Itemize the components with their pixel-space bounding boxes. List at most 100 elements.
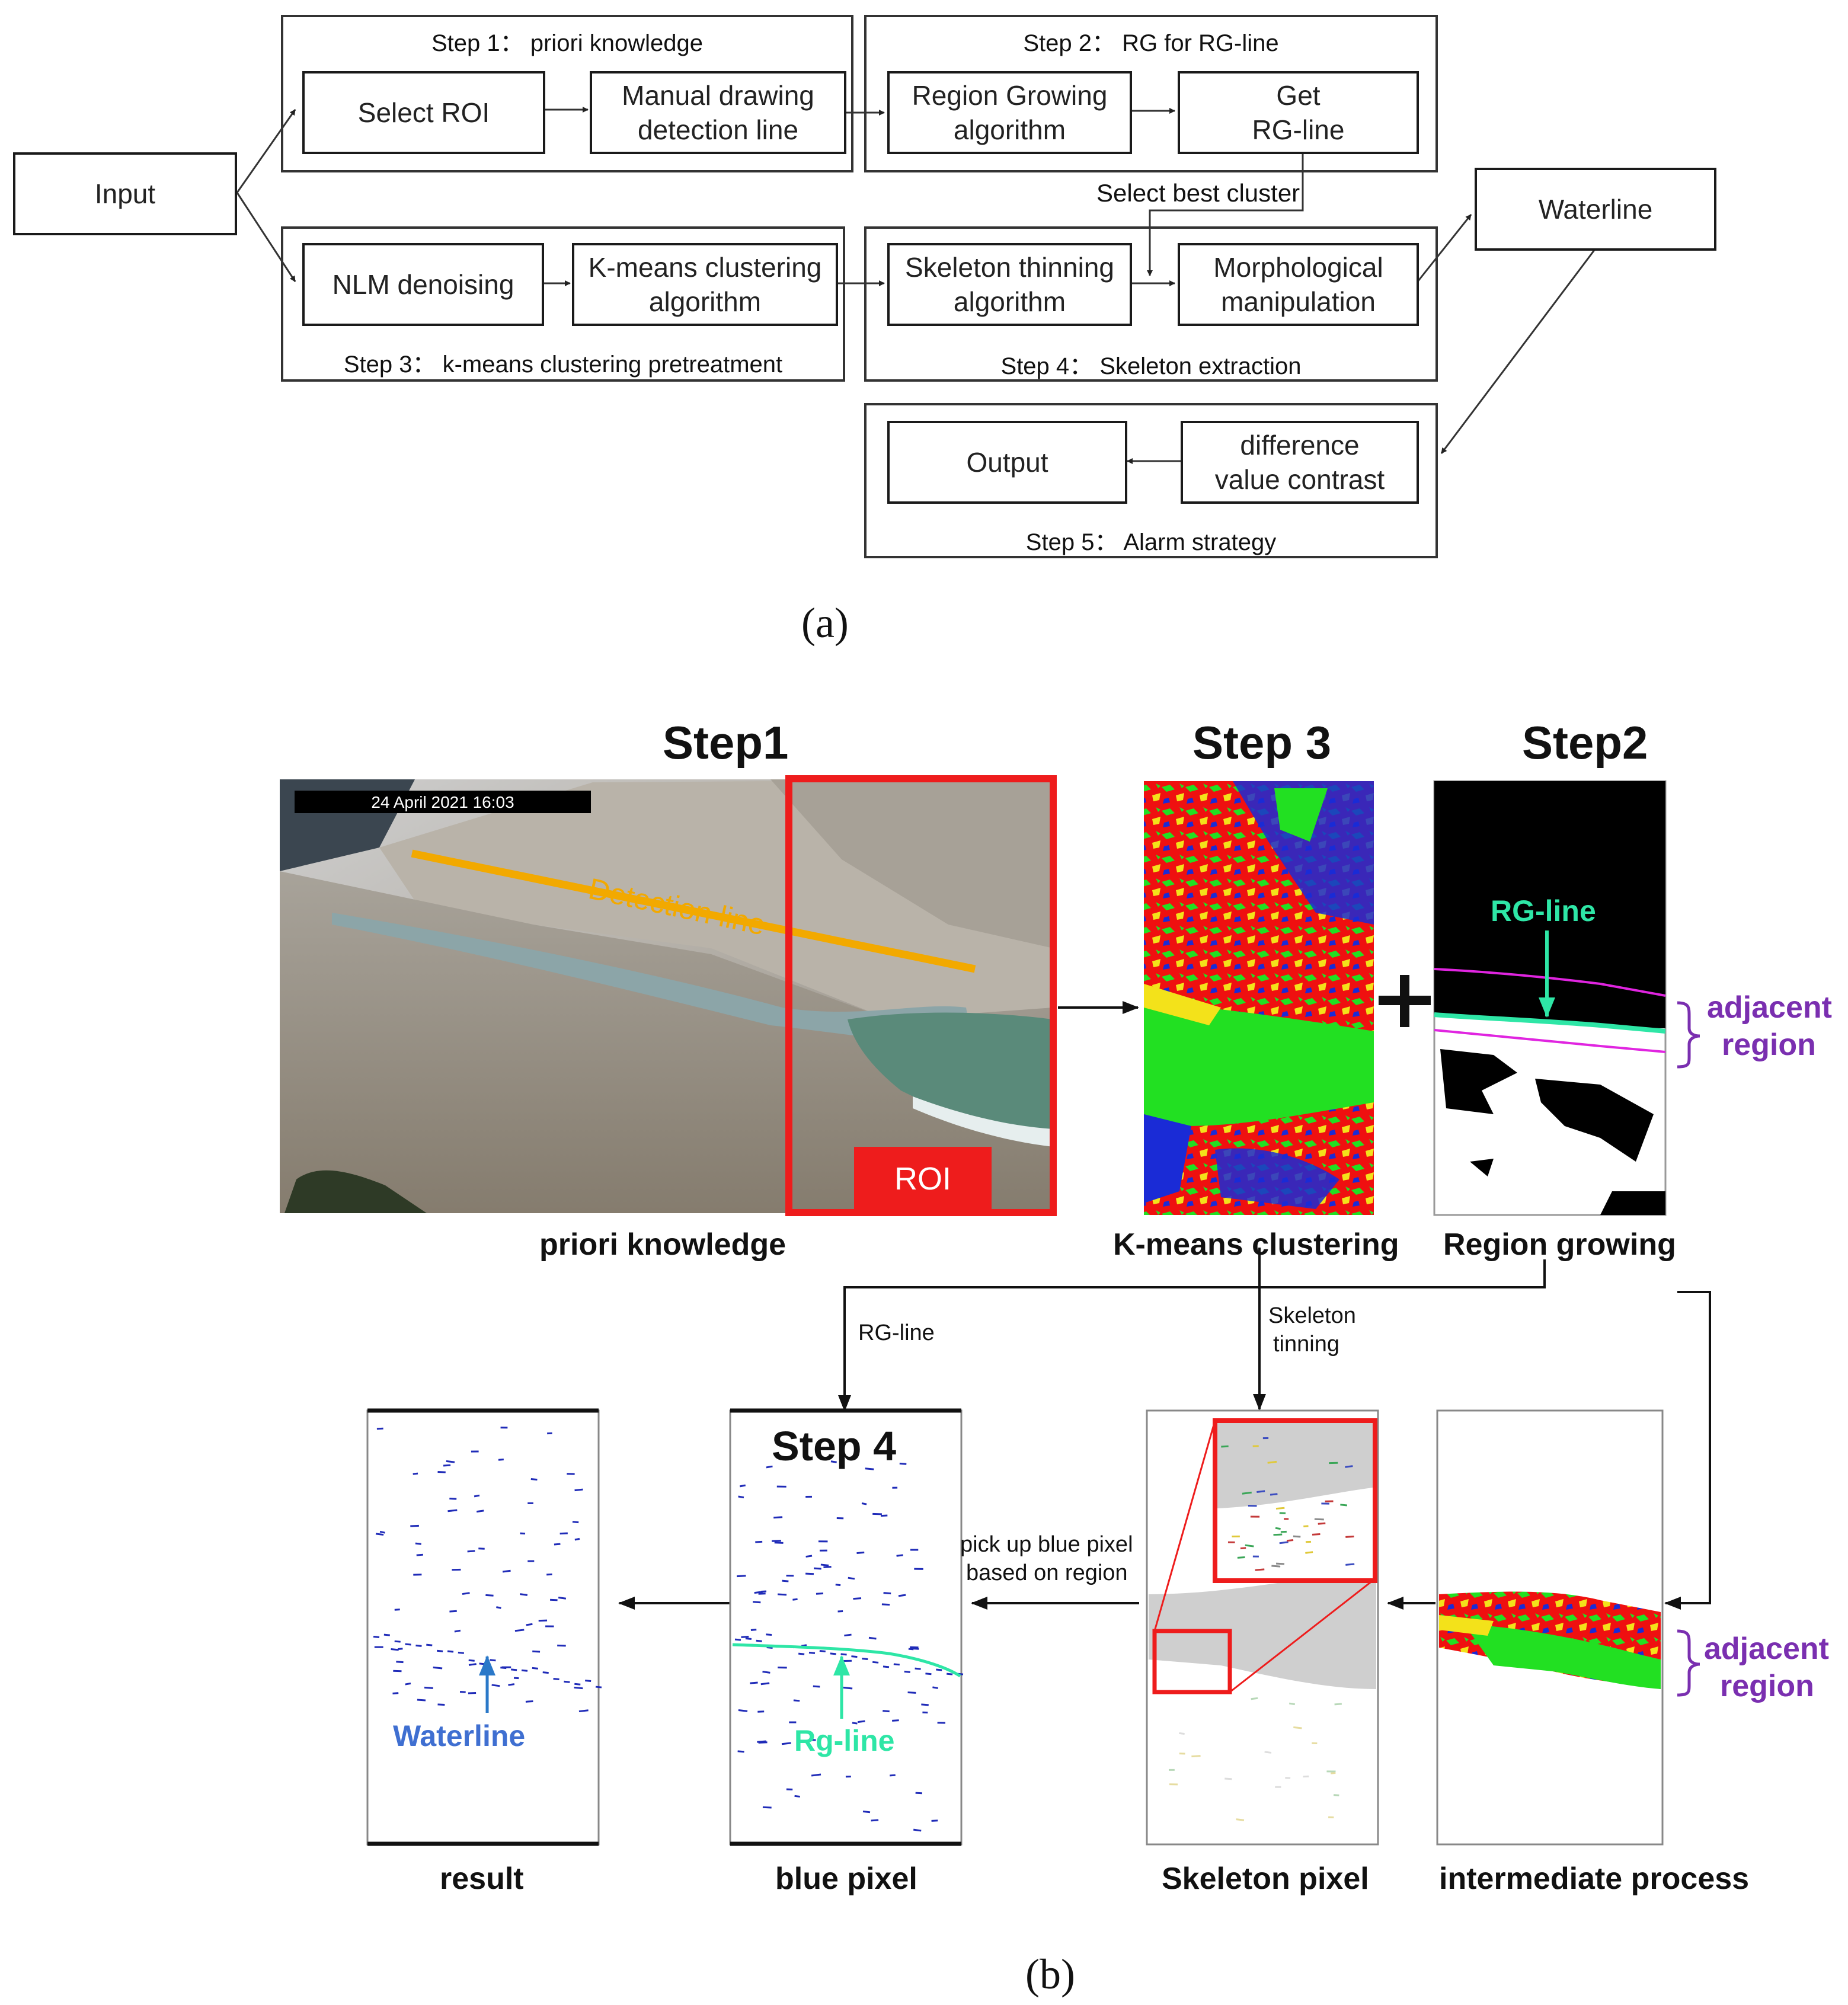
pixel-mark <box>1318 1522 1326 1525</box>
pixel-mark <box>883 1592 891 1595</box>
pixel-mark <box>458 1651 465 1654</box>
pixel-mark <box>862 1657 868 1660</box>
rg-line-bottom-label: Rg-line <box>794 1724 895 1757</box>
pixel-mark <box>502 1569 511 1573</box>
region-growing-line2: algorithm <box>953 114 1066 145</box>
rg-line-arrow-label: RG-line <box>858 1320 935 1345</box>
skeleton-tinning-l2: tinning <box>1273 1332 1339 1357</box>
pixel-mark <box>757 1740 766 1743</box>
caption-skeleton-pixel: Skeleton pixel <box>1162 1862 1369 1896</box>
adjacent-region-top-l1: adjacent <box>1707 990 1832 1025</box>
pixel-mark <box>558 1596 567 1600</box>
pixel-mark <box>405 1643 411 1646</box>
pixel-mark <box>871 1819 879 1822</box>
pixel-mark <box>853 1597 862 1600</box>
pixel-mark <box>373 1635 380 1638</box>
pixel-mark <box>840 1653 847 1656</box>
pixel-mark <box>574 1537 580 1541</box>
pixel-mark <box>424 1686 433 1689</box>
pixel-mark <box>781 1742 791 1745</box>
manual-drawing-line2: detection line <box>637 114 799 145</box>
pixel-mark <box>553 1678 559 1681</box>
pixel-mark <box>737 1750 744 1753</box>
caption-b: (b) <box>1025 1950 1075 1998</box>
step4-title: Step 4： Skeleton extraction <box>1000 353 1302 379</box>
pixel-mark <box>413 1472 418 1475</box>
pixel-mark <box>1305 1551 1313 1554</box>
output-box: Output <box>887 421 1127 504</box>
pixel-mark <box>899 1462 907 1465</box>
caption-result: result <box>440 1862 524 1896</box>
pixel-mark <box>1251 1697 1258 1700</box>
pixel-mark <box>1345 1563 1355 1566</box>
pixel-mark <box>904 1670 910 1673</box>
pixel-mark <box>761 1590 767 1593</box>
pixel-mark <box>762 1671 770 1674</box>
pixel-mark <box>446 1460 455 1463</box>
kmeans-line1: K-means clustering <box>588 252 822 283</box>
pixel-mark <box>1345 1535 1354 1538</box>
pixel-mark <box>526 1623 533 1626</box>
pixel-mark <box>498 1459 504 1461</box>
caption-priori-knowledge: priori knowledge <box>539 1227 786 1262</box>
skeleton-pixel-image <box>1146 1409 1379 1846</box>
river-photo <box>280 779 1053 1213</box>
manual-drawing-line1: Manual drawing <box>622 80 814 111</box>
pixel-mark <box>1312 1533 1321 1536</box>
pixel-mark <box>467 1550 475 1553</box>
pixel-mark <box>932 1686 938 1689</box>
pixel-mark <box>1256 1490 1265 1494</box>
pixel-mark <box>532 1650 541 1653</box>
pixel-mark <box>1279 1541 1289 1544</box>
pixel-mark <box>433 1666 443 1670</box>
step1-heading: Step1 <box>663 717 789 769</box>
roi-label: ROI <box>894 1161 951 1197</box>
step4-heading: Step 4 <box>772 1423 897 1469</box>
pixel-mark <box>415 1542 421 1545</box>
pixel-mark <box>823 1566 832 1568</box>
result-image <box>366 1408 602 1846</box>
pixel-mark <box>1242 1491 1252 1495</box>
pixel-mark <box>893 1663 900 1666</box>
pixel-mark <box>476 1510 484 1513</box>
pixel-mark <box>1270 1493 1278 1496</box>
output-label: Output <box>966 447 1048 478</box>
pixel-mark <box>741 1635 749 1638</box>
pixel-mark <box>811 1773 821 1777</box>
photo-timestamp: 24 April 2021 16:03 <box>371 793 514 811</box>
rg-line-heading: RG-line <box>1491 894 1596 928</box>
pixel-mark <box>808 1651 816 1654</box>
pixel-mark <box>844 1633 852 1637</box>
pixel-mark <box>805 1555 813 1558</box>
step3-group <box>281 226 845 382</box>
pixel-mark <box>1267 1460 1277 1464</box>
pixel-mark <box>521 1669 528 1672</box>
pixel-mark <box>491 1684 500 1687</box>
pixel-mark <box>525 1700 533 1703</box>
pixel-mark <box>738 1709 748 1712</box>
select-roi-box: Select ROI <box>302 71 545 154</box>
adjacent-region-bottom-l2: region <box>1720 1669 1814 1703</box>
pixel-mark <box>405 1682 411 1686</box>
step1-group <box>281 15 853 172</box>
pixel-mark <box>861 1502 867 1505</box>
pixel-mark <box>890 1774 896 1777</box>
pixel-mark <box>915 1667 921 1670</box>
pixel-mark <box>437 1471 446 1473</box>
pixel-mark <box>557 1644 566 1647</box>
region-growing-image <box>1433 780 1667 1216</box>
pixel-mark <box>1289 1702 1295 1706</box>
pixel-mark <box>574 1488 583 1492</box>
get-rg-line1: Get <box>1276 80 1321 111</box>
caption-region-growing: Region growing <box>1443 1227 1676 1262</box>
pixel-mark <box>1264 1751 1272 1754</box>
pixel-mark <box>1275 1562 1285 1565</box>
pixel-mark <box>1221 1445 1229 1448</box>
input-label: Input <box>94 178 156 209</box>
pixel-mark <box>772 1540 781 1542</box>
